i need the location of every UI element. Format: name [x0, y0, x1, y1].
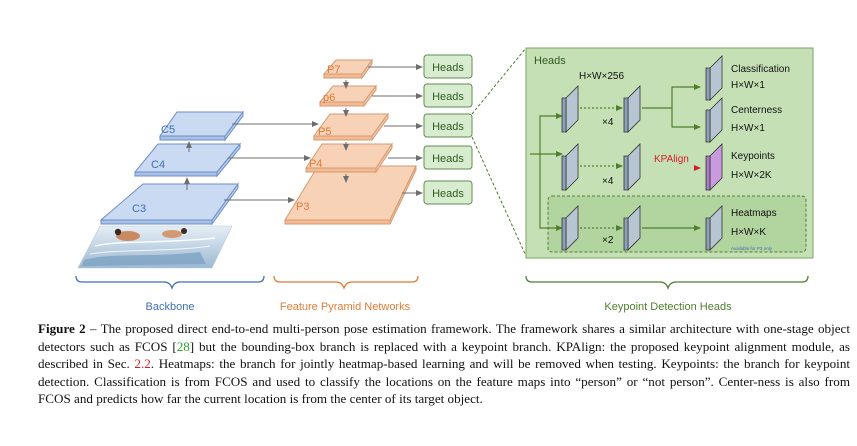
heads-box-p5	[423, 113, 473, 138]
caption-seg3: . Heatmaps: the branch for jointly heatm…	[38, 356, 851, 407]
classification-label: Classification	[731, 64, 790, 75]
keypoints-label: Keypoints	[731, 151, 775, 162]
fpn: P3 P4 P5 p6 P7	[284, 58, 417, 225]
mult-x2: ×2	[602, 235, 614, 246]
caption-seg1: – The proposed direct end-to-end multi-p…	[38, 321, 850, 354]
fmap-centerness	[705, 97, 723, 143]
fmap-row3-b	[623, 205, 641, 251]
section-label-heads: Keypoint Detection Heads	[604, 301, 732, 313]
caption-label: Figure 2	[38, 321, 86, 336]
panel-title: Heads	[534, 55, 566, 67]
section-label-backbone: Backbone	[146, 301, 195, 313]
layer-c5: C5	[159, 110, 244, 142]
centerness-label: Centerness	[731, 105, 782, 116]
heatmap-region	[547, 195, 807, 253]
p5-label: P5	[318, 126, 331, 138]
heads-detail-panel: Heads H×W×256 ×4 Classification H×W×1	[525, 47, 814, 259]
fmap-row2-b	[623, 143, 641, 191]
heads-box-p4-label: Heads	[432, 153, 464, 165]
fmap-heatmaps	[705, 205, 723, 251]
heads-box-p5-label: Heads	[432, 121, 464, 133]
p7-label: P7	[327, 64, 340, 76]
brace-heads	[525, 275, 809, 291]
layer-p7: P7	[322, 58, 373, 80]
heads-box-p7	[423, 54, 473, 79]
figure-caption: Figure 2 – The proposed direct end-to-en…	[38, 320, 850, 408]
backbone: C3 C4 C5	[77, 110, 244, 269]
layer-p3: P3	[284, 165, 417, 225]
heatmaps-dims: H×W×K	[731, 227, 766, 238]
mult-x4-b: ×4	[602, 176, 614, 187]
feature-dims: H×W×256	[579, 71, 624, 82]
heads-box-p6	[423, 83, 473, 108]
fmap-row1-b	[623, 85, 641, 133]
heads-column: Heads Heads Heads Heads Heads	[423, 54, 473, 205]
lateral-arrows	[224, 121, 319, 203]
heads-box-p3-label: Heads	[432, 188, 464, 200]
section-label-fpn: Feature Pyramid Networks	[280, 301, 411, 313]
c3-label: C3	[132, 203, 146, 215]
fmap-row2-a	[561, 143, 579, 191]
p6-label: p6	[323, 92, 335, 104]
p3-label: P3	[296, 201, 309, 213]
fmap-row1-a	[561, 85, 579, 133]
caption-seg2: ] but the bounding-box branch is replace…	[38, 338, 850, 372]
kpalign-label: KPAlign	[654, 154, 689, 165]
caption-ref-sec[interactable]: 2.2	[134, 356, 151, 372]
layer-p4: P4	[305, 142, 393, 174]
fmap-row3-a	[561, 205, 579, 251]
input-image	[77, 225, 233, 269]
brace-fpn	[273, 275, 419, 291]
keypoints-dims: H×W×2K	[731, 170, 772, 181]
braces	[75, 275, 809, 291]
layer-p5: P5	[313, 112, 389, 142]
caption-ref-28[interactable]: 28	[176, 338, 190, 354]
layer-c4: C4	[133, 142, 242, 178]
architecture-diagram: C3 C4 C5 P3 P4	[75, 47, 814, 313]
p4-label: P4	[309, 158, 322, 170]
classification-dims: H×W×1	[731, 80, 765, 91]
brace-backbone	[75, 275, 265, 291]
fpn-to-heads-arrows	[368, 64, 423, 196]
layer-p6: p6	[318, 84, 377, 108]
heads-box-p7-label: Heads	[432, 62, 464, 74]
fmap-keypoints	[705, 143, 723, 191]
heads-box-p3	[423, 180, 473, 205]
heatmaps-label: Heatmaps	[731, 208, 777, 219]
centerness-dims: H×W×1	[731, 123, 765, 134]
mult-x4-a: ×4	[602, 117, 614, 128]
c5-label: C5	[161, 124, 175, 136]
c4-label: C4	[151, 159, 165, 171]
fmap-classification	[705, 55, 723, 101]
zoom-lines	[471, 47, 527, 257]
heads-box-p6-label: Heads	[432, 91, 464, 103]
p3-only-note: Available for P3 only	[731, 246, 773, 251]
layer-c3: C3	[99, 182, 239, 226]
heads-box-p4	[423, 145, 473, 170]
input-trunk	[530, 113, 563, 155]
